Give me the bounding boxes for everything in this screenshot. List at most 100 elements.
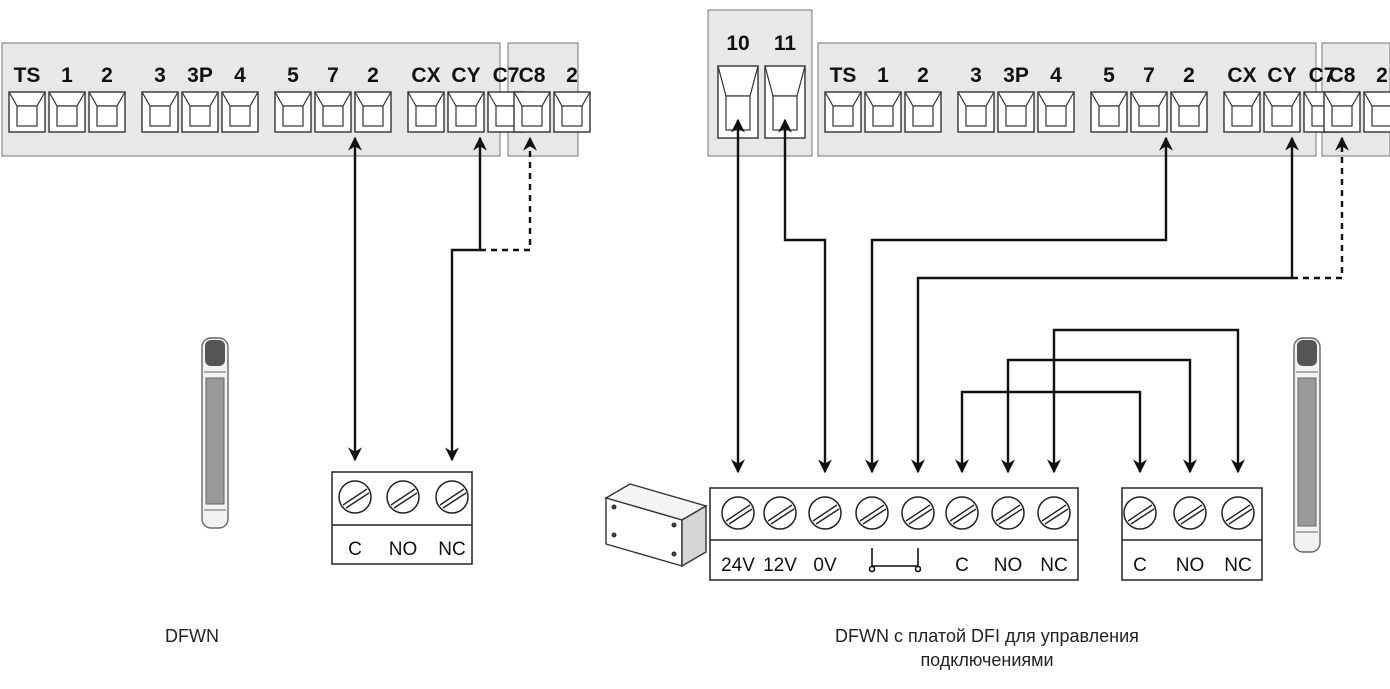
left-strip-terminal-8 xyxy=(354,91,392,133)
contact-left-label-1: NO xyxy=(389,539,418,560)
dfi-screw-6 xyxy=(991,496,1025,530)
right-strip-terminal-5 xyxy=(1037,91,1075,133)
left-strip-terminal-0 xyxy=(8,91,46,133)
right-strip-label-6: 5 xyxy=(1103,64,1115,87)
contact-right-label-0: C xyxy=(1133,555,1147,576)
left-strip-terminal-1 xyxy=(48,91,86,133)
right-strip-label-4: 3P xyxy=(1003,64,1029,87)
left-strip-label-0: TS xyxy=(14,64,41,87)
right-strip-label-2: 2 xyxy=(917,64,929,87)
left-strip-label-5: 4 xyxy=(234,64,246,87)
wire-left-c8-dashed xyxy=(480,136,537,252)
left-strip-label-8: 2 xyxy=(367,64,379,87)
wire-right-c8-dashed xyxy=(1292,136,1349,280)
wires xyxy=(348,118,1349,474)
contact-block-right: C NO NC xyxy=(1121,487,1263,581)
screws-dfi-board xyxy=(721,496,1071,530)
right-strip-ext-terminal-0 xyxy=(1323,91,1361,133)
right-strip-label-11: C7 xyxy=(1309,64,1336,87)
left-strip-label-3: 3 xyxy=(154,64,166,87)
contact-left-label-0: C xyxy=(348,539,362,560)
labels-right-contact: C NO NC xyxy=(1133,555,1252,576)
left-strip-terminal-2 xyxy=(88,91,126,133)
sensor-bar-right-icon xyxy=(1293,337,1321,553)
dfi-label-1: 12V xyxy=(763,555,797,576)
dfi-screw-7 xyxy=(1037,496,1071,530)
left-strip-terminal-9 xyxy=(407,91,445,133)
dfi-module-box-icon xyxy=(604,483,708,568)
caption-left: DFWN xyxy=(165,626,219,646)
right-strip-label-5: 4 xyxy=(1050,64,1062,87)
left-strip-label-11: C7 xyxy=(493,64,520,87)
left-strip-label-7: 7 xyxy=(327,64,339,87)
sensor-bar-left-icon xyxy=(201,337,229,529)
left-strip-terminal-6 xyxy=(274,91,312,133)
contact-right-screw-1 xyxy=(1173,496,1207,530)
left-strip-label-1: 1 xyxy=(61,64,73,87)
caption-right-line2: подключениями xyxy=(920,650,1053,670)
dfi-screw-5 xyxy=(945,496,979,530)
dfi-screw-1 xyxy=(763,496,797,530)
left-strip-ext-label-1: 2 xyxy=(566,64,578,87)
dfi-screw-4 xyxy=(901,496,935,530)
screws-right-contact xyxy=(1123,496,1255,530)
input-contact-symbol xyxy=(868,548,922,573)
left-strip-label-10: CY xyxy=(451,64,480,87)
terminal-blocks-header xyxy=(717,65,806,139)
left-strip-terminal-5 xyxy=(221,91,259,133)
left-strip-terminal-10 xyxy=(447,91,485,133)
right-strip-ext-terminal-1 xyxy=(1363,91,1390,133)
contact-right-label-1: NO xyxy=(1176,555,1205,576)
wire-no-to-no xyxy=(1001,358,1197,474)
contact-left-screw-0 xyxy=(338,480,372,514)
wire-c-to-c xyxy=(955,390,1147,474)
right-strip-terminal-7 xyxy=(1130,91,1168,133)
dfi-screw-3 xyxy=(855,496,889,530)
right-strip-terminal-1 xyxy=(864,91,902,133)
contact-right-label-2: NC xyxy=(1224,555,1251,576)
right-strip-label-10: CY xyxy=(1267,64,1296,87)
right-strip-terminal-10 xyxy=(1263,91,1301,133)
left-strip-label-6: 5 xyxy=(287,64,299,87)
contact-left-label-2: NC xyxy=(438,539,465,560)
dfi-screw-2 xyxy=(808,496,842,530)
contact-block-left: C NO NC xyxy=(331,471,473,565)
dfi-label-0: 24V xyxy=(721,555,755,576)
contact-left-screw-2 xyxy=(435,480,469,514)
right-strip-label-8: 2 xyxy=(1183,64,1195,87)
right-strip-label-7: 7 xyxy=(1143,64,1155,87)
screws-left-contact xyxy=(338,480,469,514)
dfi-screw-0 xyxy=(721,496,755,530)
right-strip-terminal-8 xyxy=(1170,91,1208,133)
left-strip-ext-terminal-0 xyxy=(513,91,551,133)
left-strip-label-2: 2 xyxy=(101,64,113,87)
wire-left-c7-to-nc xyxy=(445,136,487,462)
contact-right-screw-2 xyxy=(1221,496,1255,530)
right-strip-terminal-2 xyxy=(904,91,942,133)
right-strip-ext-label-1: 2 xyxy=(1376,64,1388,87)
right-strip-label-0: TS xyxy=(830,64,857,87)
left-strip-terminal-4 xyxy=(181,91,219,133)
dfi-label-7: NC xyxy=(1040,555,1067,576)
wire-2-to-input1 xyxy=(865,136,1173,474)
labels-left-contact: C NO NC xyxy=(348,539,466,560)
right-strip-terminal-9 xyxy=(1223,91,1261,133)
right-strip-terminal-0 xyxy=(824,91,862,133)
right-strip-label-3: 3 xyxy=(970,64,982,87)
dfi-label-6: NO xyxy=(994,555,1023,576)
header-label-0: 10 xyxy=(726,32,749,55)
left-strip-ext-label-0: C8 xyxy=(519,64,546,87)
contact-left-screw-1 xyxy=(386,480,420,514)
wire-nc-to-nc xyxy=(1047,328,1245,474)
right-strip-terminal-3 xyxy=(957,91,995,133)
left-strip-label-9: CX xyxy=(411,64,440,87)
